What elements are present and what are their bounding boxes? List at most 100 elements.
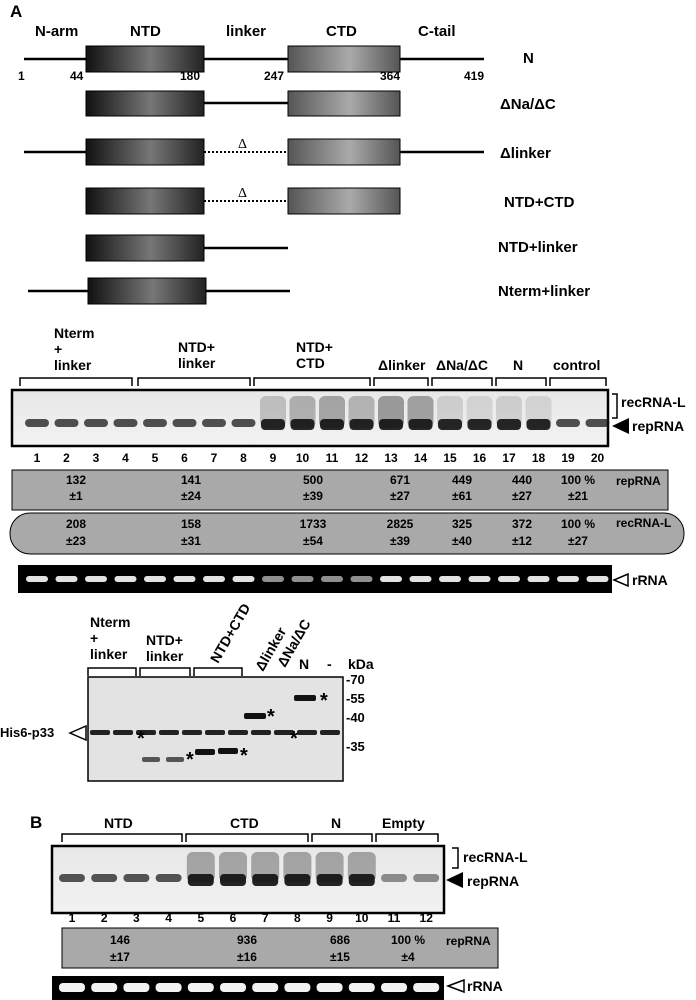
lane-number: 2 — [63, 451, 70, 465]
reprna-quant-error: ±21 — [568, 489, 588, 503]
construct-label-dna-dc: ΔNa/ΔC — [500, 96, 556, 113]
lane-number: 6 — [181, 451, 188, 465]
rrna-band — [55, 576, 78, 582]
reprna-band — [231, 419, 256, 427]
rrna-band — [439, 576, 461, 582]
n-band — [294, 695, 316, 701]
b-group-ntd: NTD — [104, 815, 133, 831]
lane-number: 13 — [384, 451, 398, 465]
dlinker-band — [244, 713, 266, 719]
reprna-band — [467, 419, 492, 430]
reprna-band — [349, 419, 374, 430]
rrna-band — [527, 576, 550, 582]
wb-group-ntd-ctd: NTD+CTD — [207, 601, 254, 666]
reprna-quant-table — [11, 469, 669, 511]
wb-kda-label: kDa — [348, 656, 374, 672]
lane-number: 9 — [326, 911, 333, 925]
side-label-reprna: repRNA — [632, 418, 684, 434]
deletion-mark-2: Δ — [238, 186, 247, 201]
rrna-band — [173, 576, 196, 582]
rrna-band — [144, 576, 166, 582]
reprna-quant-value: 440 — [512, 473, 532, 487]
rrna-band — [498, 576, 520, 582]
lane-number: 18 — [532, 451, 546, 465]
side-label-recrna-l: recRNA-L — [621, 394, 686, 410]
reprna-quant-error: ±61 — [452, 489, 472, 503]
reprna-band — [290, 419, 315, 430]
b-recrna-l-bracket — [452, 847, 459, 869]
reprna-band — [113, 419, 138, 427]
lane-number: 1 — [34, 451, 41, 465]
reprna-band — [91, 874, 118, 882]
reprna-band — [284, 874, 311, 886]
wb-group-nterm-2: + — [90, 630, 98, 646]
his6-p33-band — [159, 730, 179, 735]
lane-number: 2 — [101, 911, 108, 925]
pos-364: 364 — [380, 69, 400, 83]
pos-419: 419 — [464, 69, 484, 83]
his6-p33-band — [274, 730, 294, 735]
rrna-band — [91, 983, 118, 992]
star-mark: * — [186, 749, 194, 771]
western-blot — [87, 676, 344, 782]
construct-label-nterm-linker: Nterm+linker — [498, 283, 590, 300]
b-side-label-rrna: rRNA — [467, 978, 503, 994]
group-brackets-a — [19, 377, 607, 386]
recrna-quant-label: recRNA-L — [616, 516, 671, 530]
b-group-empty: Empty — [382, 815, 425, 831]
wb-group-nterm-1: Nterm — [90, 614, 130, 630]
rrna-band — [232, 576, 255, 582]
reprna-quant-value: 100 % — [561, 473, 595, 487]
rrna-band — [409, 576, 432, 582]
lane-number: 3 — [93, 451, 100, 465]
b-reprna-quant-error: ±16 — [237, 950, 257, 964]
his6-p33-band — [228, 730, 248, 735]
lane-number: 10 — [296, 451, 310, 465]
recrna-quant-error: ±27 — [568, 534, 588, 548]
reprna-band — [202, 419, 226, 427]
side-label-rrna-a: rRNA — [632, 572, 668, 588]
reprna-band — [187, 874, 214, 886]
reprna-band — [143, 419, 167, 427]
his6-p33-band — [205, 730, 225, 735]
rrna-band — [321, 576, 343, 582]
rrna-band — [155, 983, 182, 992]
rrna-band — [586, 576, 609, 582]
recrna-quant-value: 158 — [181, 517, 201, 531]
ntd-linker-band — [142, 757, 160, 762]
rrna-band — [380, 576, 402, 582]
reprna-band — [220, 874, 246, 886]
construct-label-n: N — [523, 50, 534, 67]
northern-blot-b — [50, 844, 446, 915]
construct-label-ntd-linker: NTD+linker — [498, 239, 578, 256]
recrna-quant-value: 1733 — [300, 517, 327, 531]
lane-number: 7 — [262, 911, 269, 925]
rrna-band — [413, 983, 440, 992]
reprna-quant-error: ±27 — [390, 489, 410, 503]
his6-p33-band — [182, 730, 202, 735]
lane-number: 16 — [473, 451, 487, 465]
lane-number: 4 — [165, 911, 172, 925]
recrna-quant-error: ±39 — [390, 534, 410, 548]
rrna-band — [348, 983, 375, 992]
recrna-quant-value: 208 — [66, 517, 86, 531]
rrna-gel-a — [18, 565, 612, 593]
lane-number: 12 — [420, 911, 434, 925]
domain-label-ntd: NTD — [130, 23, 161, 40]
rrna-band — [284, 983, 311, 992]
b-reprna-quant-error: ±15 — [330, 950, 350, 964]
wb-group-ntd-linker-2: linker — [146, 648, 184, 664]
construct-label-ntd-ctd: NTD+CTD — [504, 194, 575, 211]
rrna-band — [252, 983, 279, 992]
b-group-n: N — [331, 815, 341, 831]
recrna-quant-value: 100 % — [561, 517, 595, 531]
recrna-quant-table — [9, 512, 685, 555]
lane-number: 6 — [230, 911, 237, 925]
lane-number: 11 — [388, 911, 401, 925]
lane-number: 17 — [502, 451, 516, 465]
wb-group-brackets — [87, 667, 243, 676]
rrna-band — [557, 576, 579, 582]
reprna-quant-value: 141 — [181, 473, 201, 487]
his6-p33-arrow-icon — [68, 724, 87, 742]
